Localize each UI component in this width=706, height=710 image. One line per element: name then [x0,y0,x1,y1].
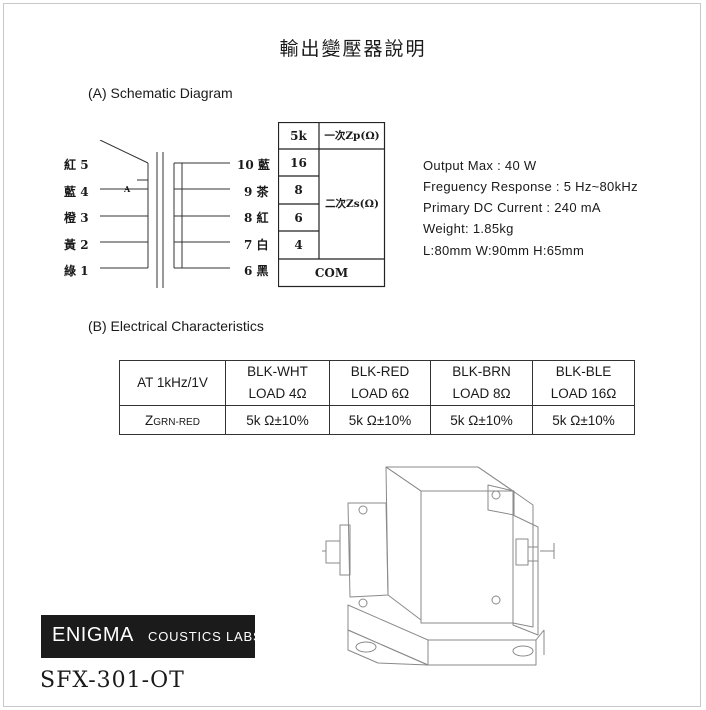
primary-lead-5 [99,140,149,164]
imp-secondary-label: 二次Zs(Ω) [325,198,379,210]
table-cell: 5k Ω±10% [225,405,330,435]
right-pin-4: 7 白 [244,238,269,252]
impedance-table [278,122,386,288]
spec-dimensions: L:80mm W:90mm H:65mm [423,243,585,258]
tap-label: A [124,184,131,194]
imp-primary-label: 一次Zp(Ω) [324,130,380,142]
transformer-symbol [99,140,230,288]
imp-sec-value-3: 6 [294,211,303,225]
imp-sec-value-4: 4 [294,238,303,252]
page-border [3,3,701,707]
table-cell: 5k Ω±10% [430,405,533,435]
spec-output-max: Output Max : 40 W [423,158,537,173]
right-pin-2: 9 茶 [244,185,269,199]
left-pin-3: 橙 3 [64,211,89,225]
enigma-logo: ENIGMA COUSTICS LABS [41,615,262,658]
logo-main-text: ENIGMA [52,624,134,646]
table-row-label: ZGRN-RED [119,405,226,435]
page-title: 輸出變壓器說明 [279,38,427,60]
left-pin-5: 綠 1 [64,264,89,278]
model-number: SFX-301-OT [40,668,185,693]
table-header-cell: AT 1kHz/1V [119,360,226,406]
table-cell: 5k Ω±10% [329,405,431,435]
section-a-heading: (A) Schematic Diagram [88,85,233,101]
imp-sec-value-2: 8 [294,183,303,197]
spec-primary-dc-current: Primary DC Current : 240 mA [423,200,601,215]
logo-sub-text: COUSTICS LABS [148,629,263,644]
spec-frequency-response: Freguency Response : 5 Hz~80kHz [423,179,638,194]
left-pin-2: 藍 4 [64,185,89,199]
table-cell: 5k Ω±10% [532,405,635,435]
imp-sec-value-1: 16 [290,156,307,170]
imp-primary-value: 5k [290,129,307,143]
table-row: ZGRN-RED 5k Ω±10% 5k Ω±10% 5k Ω±10% 5k Ω… [119,405,635,435]
section-b-heading: (B) Electrical Characteristics [88,318,264,334]
right-pin-1: 10 藍 [237,158,270,172]
spec-weight: Weight: 1.85kg [423,221,514,236]
left-pin-1: 紅 5 [64,158,89,172]
right-pin-5: 6 黑 [244,264,269,278]
imp-com-label: COM [314,266,349,280]
right-pin-3: 8 紅 [244,211,269,225]
left-pin-4: 黃 2 [64,238,89,252]
transformer-illustration [322,466,555,666]
